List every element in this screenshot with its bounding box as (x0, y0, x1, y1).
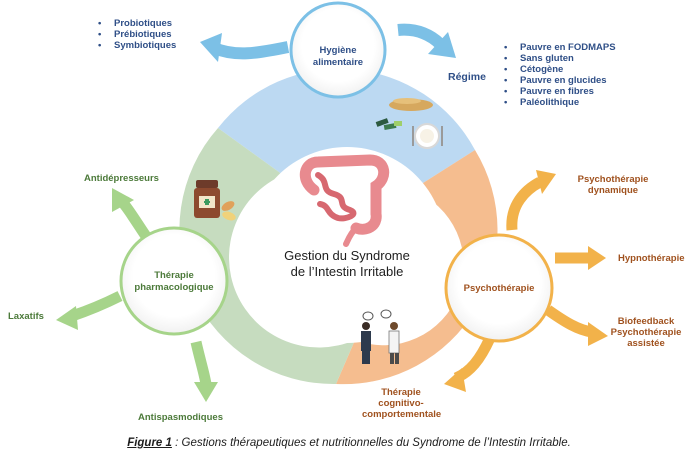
hub-psycho-circle (444, 233, 554, 343)
list-item: Pauvre en glucides (502, 75, 616, 86)
therapy-ring (179, 68, 498, 385)
list-item: Pauvre en FODMAPS (502, 42, 616, 53)
food-icon (375, 98, 443, 149)
hub-hygiene-label: Hygiène alimentaire (312, 45, 364, 68)
arrow-pharma-laxatifs-head (56, 306, 78, 330)
arrow-psycho-biofeedback (544, 305, 594, 338)
arrow-pharma-antispas (190, 340, 212, 385)
regime-list: Pauvre en FODMAPS Sans gluten Cétogène P… (502, 42, 616, 108)
figure-caption-text: : Gestions thérapeutiques et nutritionne… (171, 437, 571, 449)
arrow-psycho-dynamique-head (536, 170, 556, 194)
hygiene-left-list: Probiotiques Prébiotiques Symbiotiques (96, 18, 176, 51)
ring-sector-pharma (179, 128, 355, 385)
arrow-hygiene-left-head (200, 33, 222, 62)
arrow-pharma-laxatifs (70, 291, 123, 322)
arrow-psycho-tcc-head (444, 368, 466, 392)
arrow-psycho-biofeedback-head (588, 322, 608, 346)
arrow-hygiene-left (211, 41, 290, 60)
label-psychotherapie-dynamique: Psychothérapie dynamique (577, 174, 649, 196)
intestine-illustration (299, 154, 390, 247)
arrow-hygiene-right (397, 23, 445, 49)
list-item: Prébiotiques (96, 29, 176, 40)
hub-pharma-circle (119, 226, 229, 336)
medication-icon (194, 180, 236, 221)
center-title: Gestion du Syndrome de l’Intestin Irrita… (284, 248, 410, 279)
hub-psycho-label: Psychothérapie (463, 283, 535, 294)
arrow-hygiene-right-head (428, 32, 456, 58)
label-antidepresseurs: Antidépresseurs (84, 173, 159, 184)
ring-sector-psycho (336, 150, 498, 385)
list-item: Sans gluten (502, 53, 616, 64)
list-item: Pauvre en fibres (502, 86, 616, 97)
hub-hygiene-circle (289, 1, 387, 99)
regime-label: Régime (448, 71, 486, 83)
arrow-pharma-antidep-head (112, 188, 134, 212)
arrow-psycho-dynamique (506, 177, 543, 231)
label-tcc: Thérapie cognitivo-comportementale (362, 387, 442, 420)
list-item: Paléolithique (502, 97, 616, 108)
label-antispasmodiques: Antispasmodiques (138, 412, 223, 423)
arrow-pharma-antispas-head (194, 382, 218, 402)
hub-pharma-label: Thérapie pharmacologique (134, 270, 214, 293)
list-item: Symbiotiques (96, 40, 176, 51)
figure-label: Figure 1 (127, 437, 172, 449)
list-item: Cétogène (502, 64, 616, 75)
therapist-patient-illustration (361, 309, 400, 364)
label-biofeedback: Biofeedback Psychothérapie assistée (610, 316, 682, 349)
figure-caption: Figure 1 : Gestions thérapeutiques et nu… (0, 437, 698, 449)
arrow-psycho-hypno-head (588, 246, 606, 270)
list-item: Probiotiques (96, 18, 176, 29)
label-hypnotherapie: Hypnothérapie (618, 253, 685, 264)
label-laxatifs: Laxatifs (8, 311, 44, 322)
